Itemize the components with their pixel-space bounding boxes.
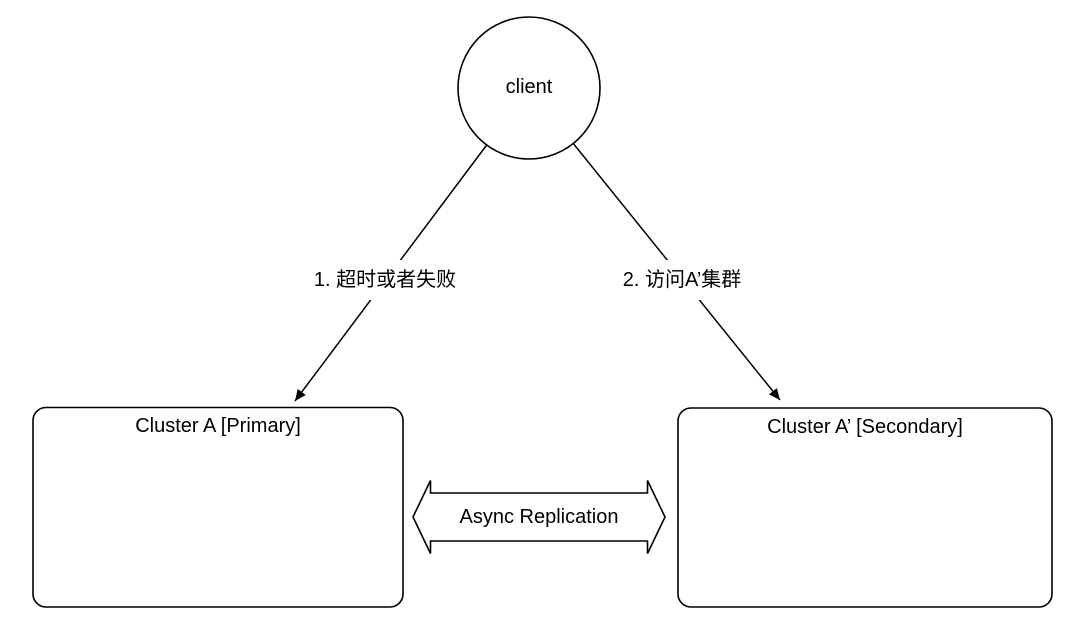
edge-access-label: 2. 访问A’集群 xyxy=(616,260,748,300)
async-replication-double-arrow xyxy=(412,480,666,554)
cluster-a-title: Cluster A [Primary] xyxy=(135,415,301,437)
async-replication-label: Async Replication xyxy=(459,506,619,528)
cluster-a-prime-title: Cluster A’ [Secondary] xyxy=(767,416,963,438)
edge-timeout-label: 1. 超时或者失败 xyxy=(307,260,463,300)
client-node-label: client xyxy=(505,76,553,98)
client-node-circle xyxy=(457,16,601,160)
cluster-a-box xyxy=(32,406,404,608)
cluster-a-prime-box xyxy=(677,407,1053,608)
